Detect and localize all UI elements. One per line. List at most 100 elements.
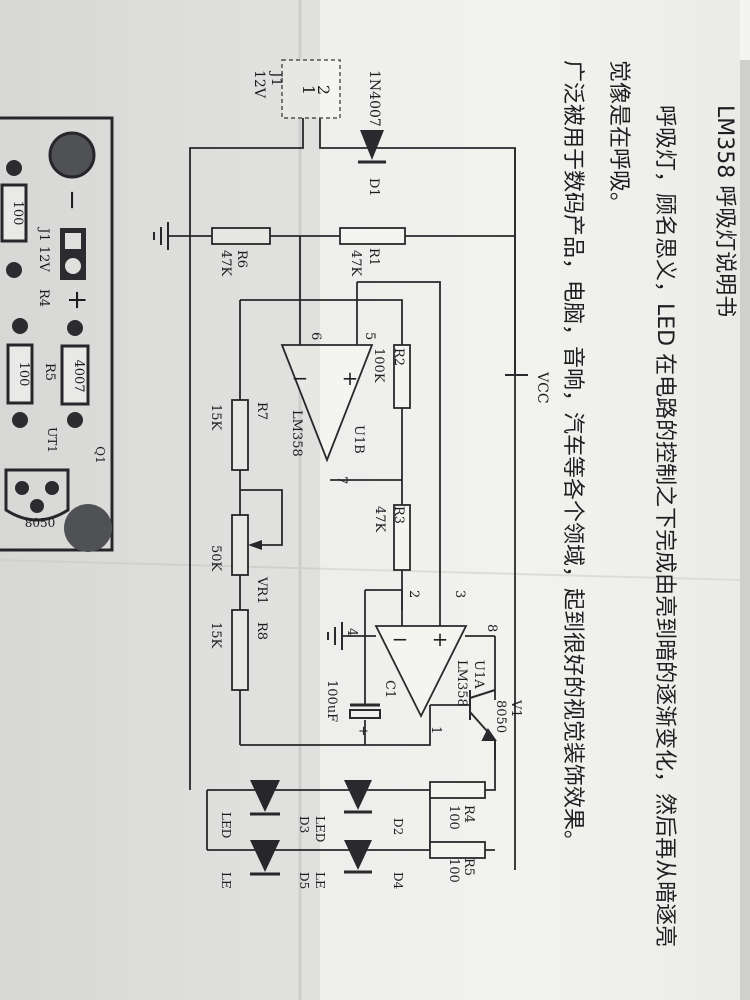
- u1a-sign-plus: +: [432, 627, 449, 651]
- transistor-v1: [469, 689, 497, 760]
- d2-ref: D2: [391, 818, 405, 835]
- pcb-mount-hole-top: [48, 131, 96, 179]
- pcb-r4-label: R4: [36, 289, 51, 307]
- paper-fold-2: [0, 559, 741, 581]
- v1-part: 8050: [493, 700, 508, 733]
- pcb-transistor-pad-1: [15, 481, 29, 495]
- resistor-r2: R2 100K: [371, 344, 411, 409]
- pcb-silkscreen: − + J1 12V 4007 100 R4 100 R5 UT1 Q1 805…: [0, 116, 114, 552]
- u1a-pin-plus: 3: [452, 590, 467, 598]
- u1b-pin-plus: 5: [362, 332, 377, 340]
- pcb-transistor-pad-2: [45, 481, 59, 495]
- led-d4: D4 LE: [313, 840, 405, 890]
- pcb-d1-pad-bottom: [67, 412, 83, 428]
- r4-ref: R4: [461, 805, 476, 823]
- schematic-wires: [168, 118, 516, 870]
- opamp-u1a: − + 2 3 1 8 4 U1A LM358: [344, 590, 499, 734]
- c1-ref: C1: [382, 680, 397, 698]
- resistor-r5: R5 100: [429, 841, 486, 883]
- pcb-d1-body: [60, 344, 90, 406]
- potentiometer-vr1: VR1 50K: [208, 514, 269, 604]
- u1a-ref: U1A: [471, 660, 486, 689]
- j1-ref: J1: [268, 70, 284, 87]
- resistor-r7: R7 15K: [208, 399, 269, 471]
- document-line-1: 呼吸灯，顾名思义，LED 在电路的控制之下完成由亮到暗的逐渐变化，然后再从暗逐亮: [652, 105, 677, 947]
- d2-label: LED: [313, 816, 327, 842]
- u1a-sign-minus: −: [392, 627, 409, 651]
- u1b-sign-minus: −: [292, 366, 309, 390]
- r3-ref: R3: [391, 506, 406, 524]
- led-d2: D2 LED: [313, 780, 405, 842]
- pcb-d1-pad-top: [67, 320, 83, 336]
- pcb-plus-label: +: [62, 289, 92, 311]
- ground-symbol-u1a: [327, 622, 343, 650]
- document-line-3: 广泛被用于数码产品，电脑，音响，汽车等各个领域，起到很好的视觉装饰效果。: [560, 60, 585, 852]
- d4-ref: D4: [391, 872, 405, 890]
- u1a-pin-minus: 2: [406, 590, 421, 598]
- d3-ref: D3: [297, 816, 311, 833]
- u1b-pin-minus: 6: [308, 332, 323, 340]
- u1a-part: LM358: [454, 660, 469, 707]
- vcc-label: VCC: [534, 371, 550, 404]
- r6-ref: R6: [234, 250, 249, 268]
- u1b-pin-out: 7: [334, 476, 349, 484]
- pcb-r-left-pad-top: [6, 160, 22, 176]
- power-12v-label: 12V: [251, 70, 267, 99]
- pcb-r-left-pad-bottom: [6, 262, 22, 278]
- r8-ref: R8: [254, 622, 269, 640]
- resistor-r4: R4 100: [429, 781, 486, 830]
- r1-ref: R1: [366, 248, 381, 266]
- r4-value: 100: [446, 805, 461, 830]
- led-d7: LE: [219, 840, 280, 889]
- led-d6: LED: [219, 780, 280, 838]
- pcb-r-left-label: 100: [10, 201, 25, 226]
- r2-value: 100K: [371, 348, 386, 383]
- pcb-j1-pad1: [65, 233, 81, 249]
- pcb-r5-pad-bottom: [12, 412, 28, 428]
- document-text: LM358 呼吸灯说明书 呼吸灯，顾名思义，LED 在电路的控制之下完成由亮到暗…: [560, 60, 737, 947]
- pcb-transistor-outline: [4, 468, 70, 522]
- u1a-pin-out: 1: [428, 726, 443, 734]
- r3-value: 47K: [372, 506, 387, 533]
- c1-plus: +: [358, 724, 369, 739]
- pcb-r5-pad-top: [12, 318, 28, 334]
- resistor-r6: R6 47K: [211, 227, 271, 277]
- r6-value: 47K: [218, 250, 233, 277]
- d5-ref: D5: [297, 872, 311, 889]
- d7-label: LE: [219, 872, 233, 889]
- vr1-ref: VR1: [254, 576, 269, 604]
- d1-ref: D1: [366, 178, 381, 197]
- pcb-ut1-label: UT1: [45, 427, 59, 453]
- r7-ref: R7: [254, 402, 269, 420]
- pcb-mount-hole-bottom: [64, 504, 112, 552]
- c1-value: 100uF: [324, 680, 339, 722]
- d4-label: LE: [313, 872, 327, 889]
- j1-pin-2: 2: [314, 85, 333, 95]
- pcb-j1-pad2: [65, 258, 81, 274]
- d6-label: LED: [219, 812, 233, 838]
- u1b-sign-plus: +: [342, 366, 359, 390]
- pcb-d1-label: 4007: [71, 359, 86, 392]
- led-d5: D5: [297, 872, 311, 889]
- r7-value: 15K: [208, 404, 223, 431]
- vr1-value: 50K: [208, 545, 223, 572]
- pcb-outline: [0, 116, 114, 552]
- connector-j1: 2 1 J1 12V: [251, 59, 341, 119]
- document-line-2: 觉像是在呼吸。: [606, 60, 631, 214]
- r5-ref: R5: [461, 858, 476, 876]
- pcb-r-left-body: [0, 183, 28, 243]
- pcb-minus-label: −: [57, 189, 87, 211]
- u1a-pin-v8: 8: [484, 624, 499, 632]
- pcb-r5-value: 100: [16, 362, 31, 387]
- ground-symbol-top: [153, 222, 169, 250]
- led-d3: D3: [297, 816, 311, 833]
- photo-shadow: [0, 0, 320, 1000]
- v1-ref: V1: [508, 699, 523, 718]
- u1b-ref: U1B: [351, 425, 366, 454]
- pcb-transistor-pad-3: [30, 499, 44, 513]
- opamp-u1b: − + 6 5 7 U1B LM358: [280, 332, 377, 484]
- r8-value: 15K: [208, 622, 223, 649]
